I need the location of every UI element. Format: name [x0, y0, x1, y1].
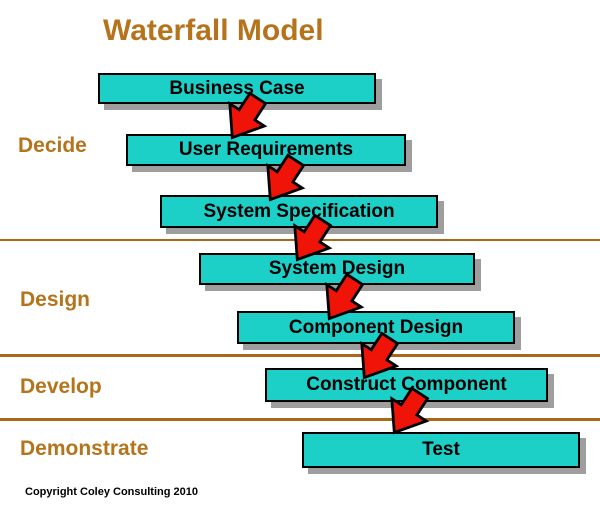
flow-arrow-icon: [266, 153, 306, 202]
phase-label-decide: Decide: [18, 134, 87, 157]
phase-label-develop: Develop: [20, 375, 102, 398]
phase-divider: [0, 418, 600, 421]
stage-box-user-requirements: User Requirements: [126, 134, 406, 166]
slide-title: Waterfall Model: [103, 14, 324, 47]
stage-label: Component Design: [288, 316, 464, 338]
stage-label: User Requirements: [178, 139, 354, 160]
stage-box-business-case: Business Case: [98, 73, 376, 104]
stage-box-system-design: System Design: [199, 253, 475, 285]
stage-box-component-design: Component Design: [237, 311, 515, 344]
phase-divider: [0, 354, 600, 357]
stage-label: System Design: [268, 258, 406, 279]
stage-label: Test: [422, 439, 460, 460]
stage-label: Construct Component: [306, 374, 507, 395]
flow-arrow-icon: [325, 272, 365, 321]
stage-label: System Specification: [203, 200, 395, 222]
flow-arrow-icon: [390, 386, 430, 435]
flow-arrow-icon: [228, 91, 268, 140]
stage-label: Business Case: [169, 77, 305, 99]
stage-box-test: Test: [302, 432, 580, 468]
flow-arrow-icon: [293, 213, 333, 262]
phase-label-design: Design: [20, 288, 91, 311]
phase-label-demonstrate: Demonstrate: [20, 437, 149, 460]
copyright-text: Copyright Coley Consulting 2010: [25, 486, 198, 498]
flow-arrow-icon: [360, 331, 400, 380]
